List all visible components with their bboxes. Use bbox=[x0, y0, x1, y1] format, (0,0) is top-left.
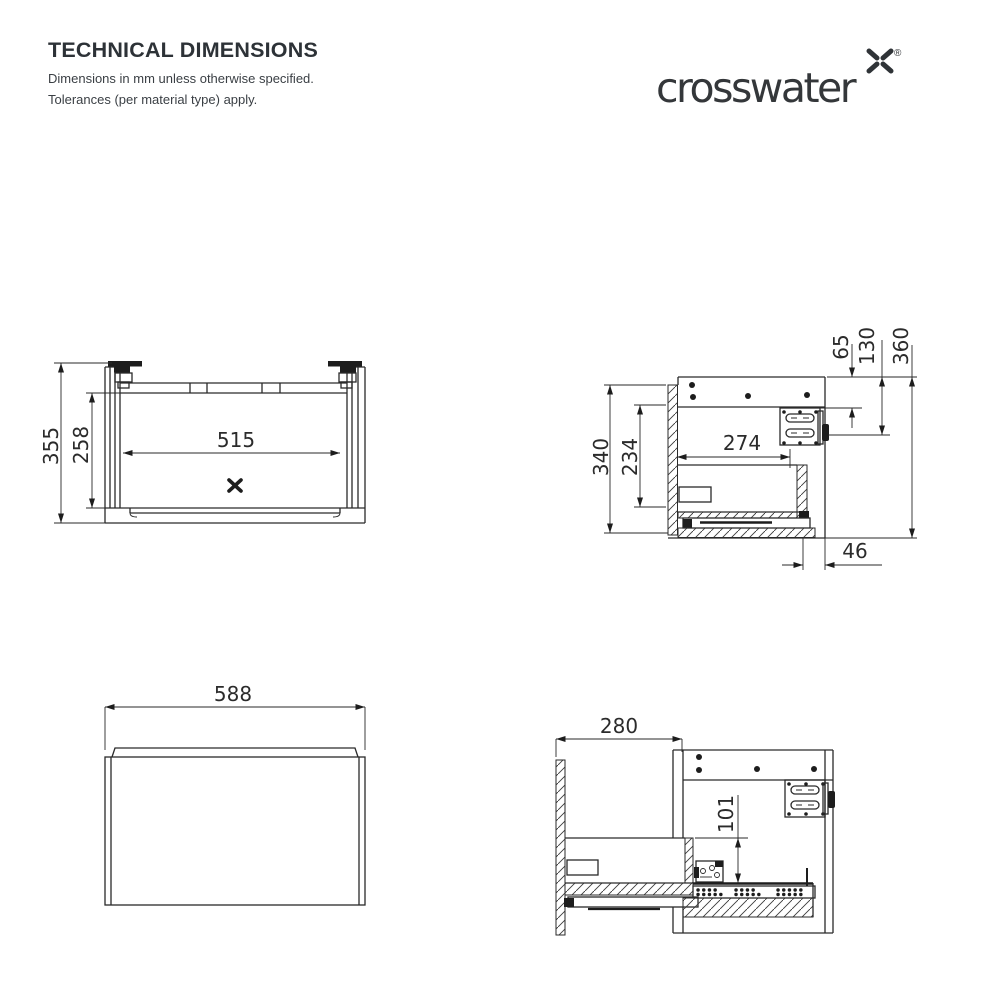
dim-top-to-rail: 65 bbox=[829, 334, 853, 359]
drawer-box-closed bbox=[677, 464, 809, 519]
drawer-runner-extended bbox=[564, 896, 699, 911]
runner-mechanism bbox=[694, 860, 724, 883]
note-units: Dimensions in mm unless otherwise specif… bbox=[48, 71, 314, 86]
view-front-closed: 588 bbox=[104, 682, 366, 906]
dim-overall-height-side: 360 bbox=[889, 327, 913, 365]
hanging-bracket bbox=[779, 407, 829, 446]
registered-trademark: ® bbox=[894, 48, 902, 59]
page-title: TECHNICAL DIMENSIONS bbox=[48, 38, 318, 62]
front-panel-section-open bbox=[555, 759, 566, 936]
view-side-section: 340 234 274 65 130 360 46 bbox=[589, 327, 917, 570]
view-side-extended: 280 101 bbox=[555, 714, 835, 936]
bracket-hook bbox=[822, 424, 829, 441]
dim-front-height: 340 bbox=[589, 438, 613, 476]
note-tolerances: Tolerances (per material type) apply. bbox=[48, 92, 258, 107]
hanging-bracket-open bbox=[784, 779, 835, 818]
dim-extension: 280 bbox=[600, 714, 638, 738]
dim-overall-height: 355 bbox=[39, 427, 63, 465]
view-front-carcase: 355 258 515 bbox=[39, 361, 366, 524]
crosswater-x-icon bbox=[866, 48, 894, 74]
dim-front-internal: 234 bbox=[618, 438, 642, 476]
bracket-hook-open bbox=[828, 791, 835, 808]
dim-drawer-side-height: 101 bbox=[714, 795, 738, 833]
wall-bracket-right bbox=[328, 361, 362, 389]
dim-internal-width: 515 bbox=[217, 428, 255, 452]
dim-top-to-bracket: 130 bbox=[855, 327, 879, 365]
brand-logo: crosswater ® bbox=[650, 40, 950, 112]
brand-wordmark: crosswater bbox=[656, 64, 857, 112]
front-panel-section bbox=[667, 384, 678, 536]
dim-internal-depth: 274 bbox=[723, 431, 761, 455]
drawer-runner bbox=[682, 517, 811, 529]
dim-rear-gap: 46 bbox=[842, 539, 867, 563]
dim-internal-height: 258 bbox=[69, 426, 93, 464]
dim-overall-width: 588 bbox=[214, 682, 252, 706]
crosswater-x-mark bbox=[227, 478, 243, 493]
drawer-box-extended bbox=[565, 837, 694, 884]
wall-bracket-left bbox=[108, 361, 142, 389]
